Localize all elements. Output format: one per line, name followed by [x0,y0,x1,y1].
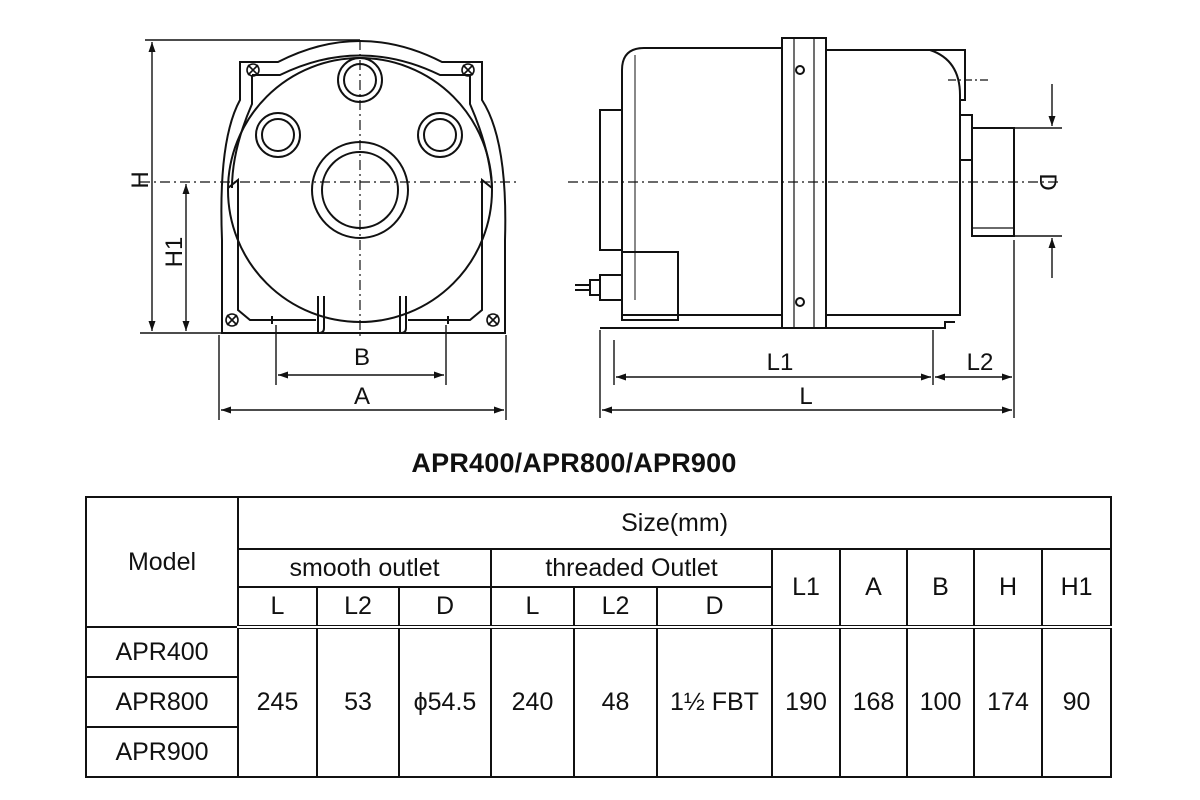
front-centerlines [140,40,520,340]
label-B: B [354,344,370,371]
flange [781,37,827,329]
left-port-inner [261,118,295,152]
technical-drawing: H H1 B A [127,37,1062,420]
left-port-outer [255,112,301,158]
screw-icons [225,63,500,327]
right-bracket [450,177,493,321]
size-header: Size(mm) [236,496,1113,550]
col-header-smooth-L: L [237,586,318,629]
cable-gland [575,274,622,301]
motor-body [621,47,783,316]
label-L1: L1 [767,349,794,376]
value-L1: 190 [771,626,841,778]
flange-screw-bottom [795,297,805,307]
value-H: 174 [973,626,1043,778]
left-bracket [227,177,270,321]
right-port-inner [423,118,457,152]
value-H1: 90 [1040,626,1113,778]
value-smooth-D: ϕ54.5 [398,626,492,778]
col-header-threaded-L2: L2 [573,586,658,629]
col-header-threaded-L: L [490,586,575,629]
label-D: D [1034,173,1061,190]
smooth-outlet-header: smooth outlet [237,548,492,588]
model-row-apr900: APR900 [85,726,239,778]
col-header-H1: H1 [1040,548,1113,629]
value-B: 100 [906,626,975,778]
base-slot-right [408,316,470,324]
col-header-threaded-D: D [656,586,773,629]
col-header-A: A [839,548,908,629]
label-L: L [799,383,812,410]
threaded-outlet-header: threaded Outlet [490,548,773,588]
model-header: Model [85,496,239,628]
model-row-apr400: APR400 [85,626,239,678]
front-housing-outline [220,40,507,334]
base-slot-left [256,316,316,324]
top-nipple [930,49,966,101]
terminal-box [621,251,679,321]
front-dimensions [140,39,507,420]
side-base-plate [600,321,955,329]
col-header-smooth-L2: L2 [316,586,400,629]
side-view [568,37,1060,329]
value-smooth-L2: 53 [316,626,400,778]
label-A: A [354,383,370,410]
value-smooth-L: 245 [237,626,318,778]
col-header-B: B [906,548,975,629]
value-threaded-D: 1½ FBT [656,626,773,778]
value-threaded-L: 240 [490,626,575,778]
col-header-H: H [973,548,1043,629]
base-foot-right [399,296,407,334]
side-outlet-collar [959,114,973,161]
value-threaded-L2: 48 [573,626,658,778]
front-inner-contour [231,54,493,189]
spec-table: Model Size(mm) smooth outlet threaded Ou… [85,496,1113,778]
base-foot-left [317,296,325,334]
col-header-L1: L1 [771,548,841,629]
label-H: H [127,171,154,188]
flange-screw-top [795,65,805,75]
model-row-apr800: APR800 [85,676,239,728]
value-A: 168 [839,626,908,778]
front-view [140,40,520,340]
label-H1: H1 [161,237,188,268]
right-port-outer [417,112,463,158]
rear-cap [599,109,622,251]
label-L2: L2 [967,349,994,376]
model-title: APR400/APR800/APR900 [411,448,737,478]
side-dimensions [599,84,1062,418]
col-header-smooth-D: D [398,586,492,629]
